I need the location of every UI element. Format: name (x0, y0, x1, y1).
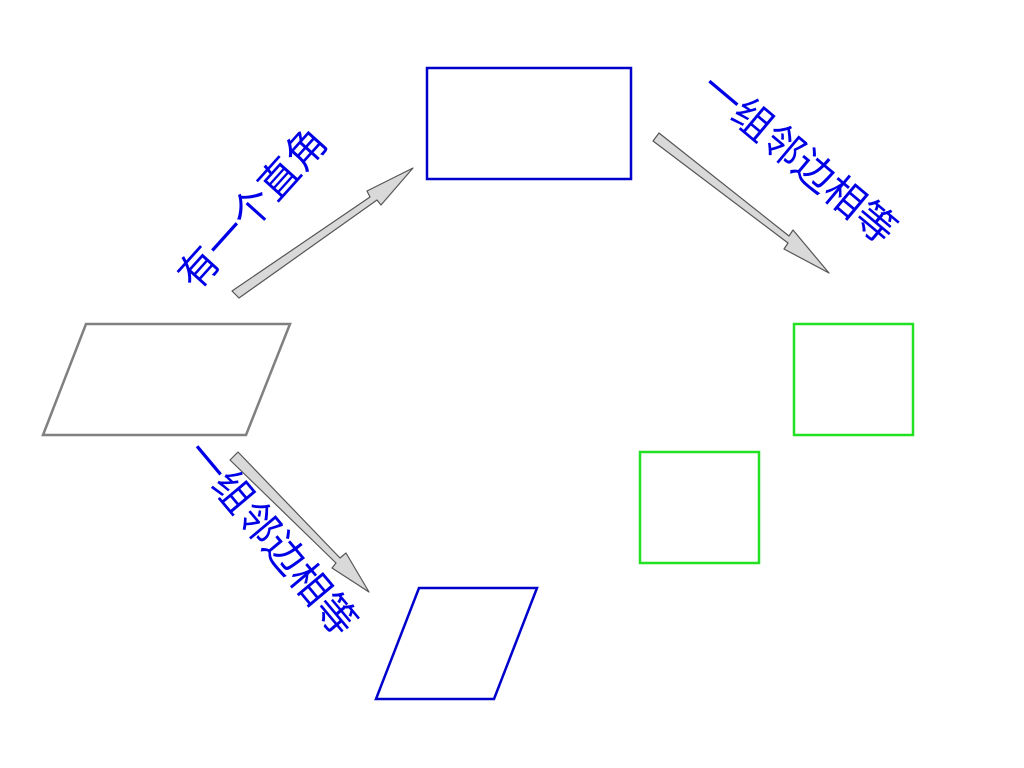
arrow-to-rhombus (229, 451, 370, 593)
arrow-to-rectangle (231, 167, 414, 299)
label-adjacent-equal-top: 一组邻边相等 (692, 64, 905, 254)
square-shape-lower (638, 450, 761, 565)
parallelogram-shape (41, 322, 292, 437)
arrow-to-square (652, 132, 830, 274)
label-adjacent-equal-bottom: 一组邻边相等 (176, 432, 366, 645)
rectangle-shape (425, 66, 633, 181)
square-shape-upper (792, 322, 915, 437)
rhombus-shape (374, 586, 539, 701)
label-right-angle: 有一个直角 (169, 119, 337, 298)
